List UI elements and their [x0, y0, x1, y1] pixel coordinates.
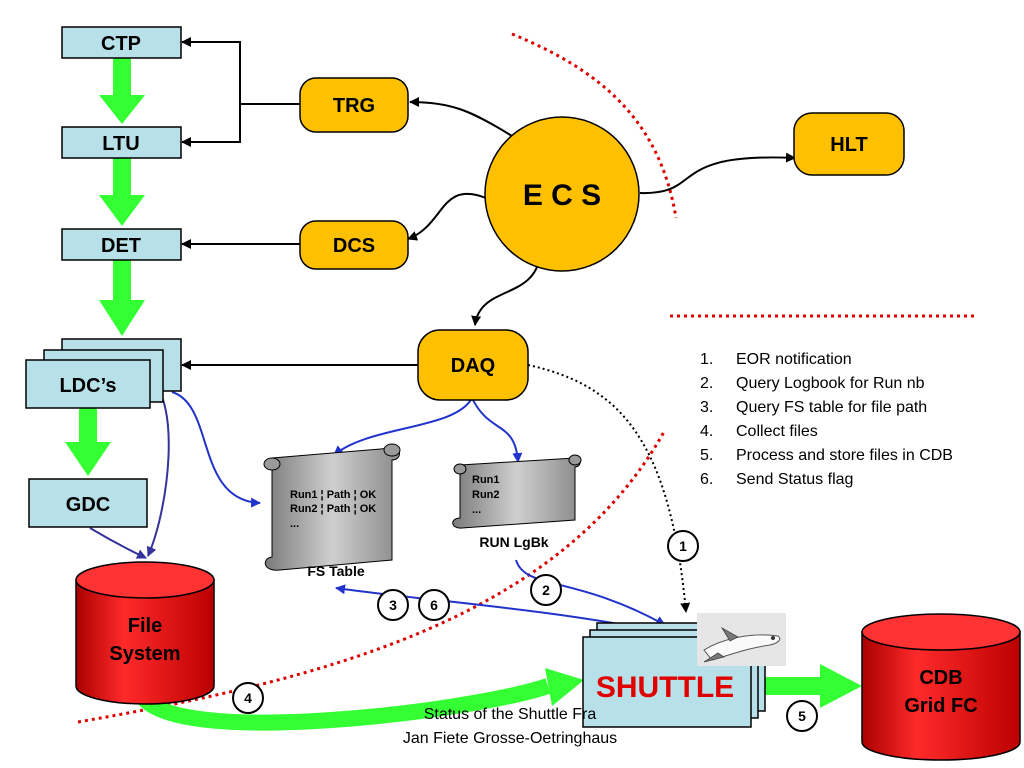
- box-gdc: GDC: [28, 478, 148, 528]
- step-marker-6: 6: [418, 589, 450, 621]
- step-text: Query Logbook for Run nb: [736, 375, 925, 392]
- step-marker-label: 1: [679, 538, 687, 554]
- step-text: EOR notification: [736, 351, 852, 368]
- green-arrow-files-to-shuttle: [135, 668, 584, 731]
- cdb-cylinder: CDB Grid FC: [861, 613, 1021, 761]
- step-number: 6.: [700, 471, 714, 488]
- node-ecs-label: E C S: [523, 179, 601, 212]
- green-chain-arrows: [65, 57, 145, 476]
- step-number: 2.: [700, 375, 714, 392]
- run-logbook-row: Run1: [472, 474, 500, 486]
- boundary-lines: [77, 32, 975, 724]
- fs-table-scroll: Run1 ¦ Path ¦ OK Run2 ¦ Path ¦ OK ...: [263, 443, 401, 571]
- cdb-label: CDB: [919, 667, 962, 689]
- run-logbook-caption: RUN LgBk: [479, 534, 548, 550]
- step-number: 4.: [700, 423, 714, 440]
- boundary-line-top: [511, 32, 678, 219]
- space-shuttle-picture: [697, 613, 786, 666]
- connector-trg-to-ltu: [181, 104, 241, 147]
- step-marker-label: 6: [430, 597, 438, 613]
- node-hlt-label: HLT: [830, 134, 867, 156]
- connector-ecs-to-trg: [409, 97, 513, 137]
- fs-table-row: ...: [290, 518, 299, 530]
- steps-legend-item: 5. Process and store files in CDB: [700, 444, 953, 468]
- green-arrow-ldc-gdc: [65, 408, 111, 476]
- step-marker-3: 3: [377, 589, 409, 621]
- step-marker-2: 2: [530, 574, 562, 606]
- connector-trg-to-ctp: [181, 37, 300, 105]
- arrow-gdc-to-file-system: [89, 527, 147, 559]
- arrow-ldc-to-file-system: [146, 379, 170, 557]
- box-gdc-label: GDC: [66, 494, 110, 516]
- step-number: 1.: [700, 351, 714, 368]
- box-ldc-stack: LDC’s: [25, 338, 182, 409]
- file-system-cylinder: File System: [75, 561, 215, 705]
- node-daq-label: DAQ: [451, 355, 495, 377]
- blue-arrow-ldc-to-fs-table: [171, 391, 261, 508]
- step-marker-label: 4: [244, 690, 252, 706]
- node-daq: DAQ: [417, 329, 529, 401]
- step-marker-label: 3: [389, 597, 397, 613]
- blue-arrow-daq-to-fs-table: [333, 397, 473, 456]
- box-ldc-label: LDC’s: [59, 375, 116, 397]
- run-logbook-row: Run2: [472, 489, 500, 501]
- fs-table-caption: FS Table: [307, 563, 365, 579]
- green-arrow-ctp-ltu: [99, 57, 145, 124]
- green-arrow-det-ldc: [99, 259, 145, 336]
- step-marker-label: 5: [798, 708, 806, 724]
- blue-data-arrows: [171, 391, 666, 634]
- node-hlt: HLT: [793, 112, 905, 176]
- box-det: DET: [61, 228, 182, 261]
- green-arrow-shuttle-to-cdb: [750, 664, 862, 708]
- slide-footer: Status of the Shuttle Fra Jan Fiete Gros…: [340, 703, 680, 751]
- step-marker-label: 2: [542, 582, 550, 598]
- steps-legend-item: 4. Collect files: [700, 420, 953, 444]
- node-dcs: DCS: [299, 220, 409, 270]
- step-text: Process and store files in CDB: [736, 447, 953, 464]
- box-det-label: DET: [101, 235, 141, 257]
- run-logbook-scroll: Run1 Run2 ...: [452, 454, 582, 529]
- fs-table-row: Run1 ¦ Path ¦ OK: [290, 489, 376, 501]
- steps-legend-item: 1. EOR notification: [700, 348, 953, 372]
- footer-title: Status of the Shuttle Fra: [423, 706, 597, 723]
- step-number: 3.: [700, 399, 714, 416]
- step-number: 5.: [700, 447, 714, 464]
- step-text: Query FS table for file path: [736, 399, 928, 416]
- fs-table-row: Run2 ¦ Path ¦ OK: [290, 503, 376, 515]
- step-text: Collect files: [736, 423, 818, 440]
- blue-arrow-daq-to-run-logbook: [471, 397, 523, 463]
- file-system-label: System: [109, 643, 180, 665]
- connector-ecs-to-daq: [471, 254, 541, 326]
- steps-legend-item: 3. Query FS table for file path: [700, 396, 953, 420]
- node-trg: TRG: [299, 77, 409, 133]
- shuttle-stack: SHUTTLE: [582, 622, 766, 728]
- cdb-label: Grid FC: [904, 695, 977, 717]
- steps-legend: 1. EOR notification 2. Query Logbook for R…: [700, 348, 953, 492]
- boundary-line-bottom: [77, 429, 667, 724]
- node-dcs-label: DCS: [333, 235, 375, 257]
- step-marker-1: 1: [667, 530, 699, 562]
- file-system-label: File: [128, 615, 162, 637]
- connector-ecs-to-dcs: [407, 192, 487, 241]
- connector-ecs-to-hlt: [639, 152, 796, 195]
- steps-legend-item: 2. Query Logbook for Run nb: [700, 372, 953, 396]
- node-ecs: E C S: [484, 116, 640, 272]
- box-ltu: LTU: [61, 126, 182, 159]
- footer-author: Jan Fiete Grosse-Oetringhaus: [402, 730, 618, 747]
- run-logbook-row: ...: [472, 504, 481, 516]
- step-text: Send Status flag: [736, 471, 854, 488]
- green-arrow-ltu-det: [99, 157, 145, 226]
- step-marker-5: 5: [786, 700, 818, 732]
- step-marker-4: 4: [232, 682, 264, 714]
- shuttle-label: SHUTTLE: [596, 671, 734, 704]
- steps-legend-item: 6. Send Status flag: [700, 468, 953, 492]
- box-ltu-label: LTU: [102, 133, 139, 155]
- control-connectors: [181, 37, 796, 370]
- box-ctp-label: CTP: [101, 33, 141, 55]
- node-trg-label: TRG: [333, 95, 375, 117]
- box-ctp: CTP: [61, 26, 182, 59]
